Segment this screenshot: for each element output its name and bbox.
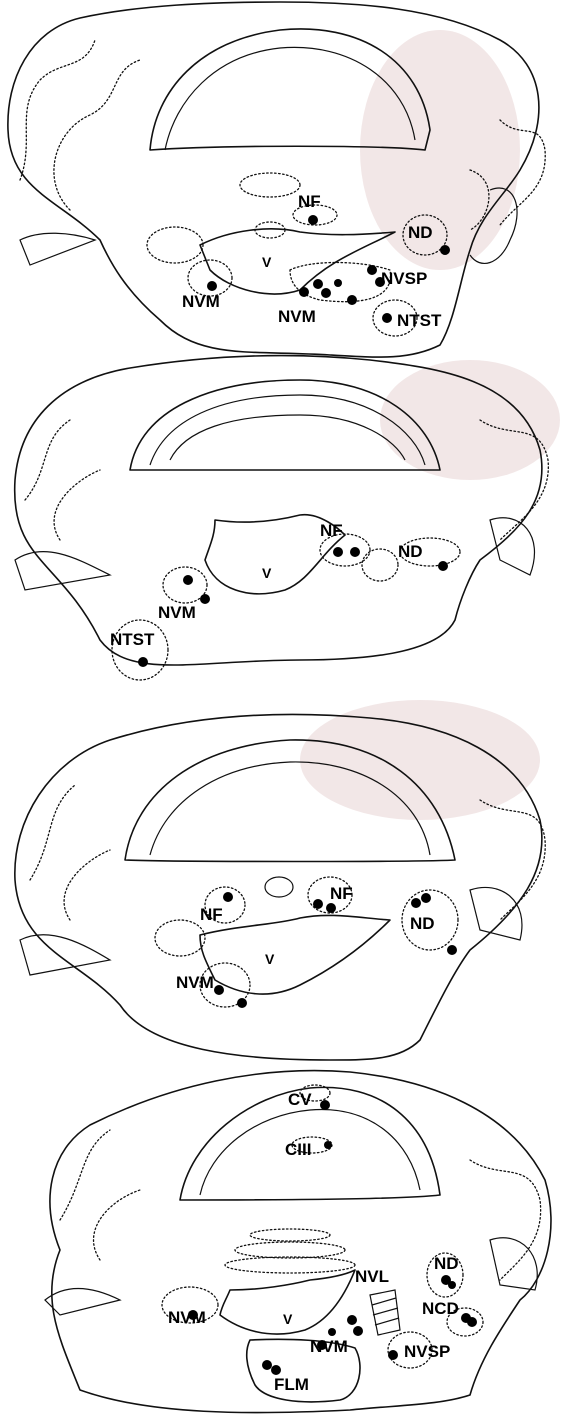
- label-flm: FLM: [274, 1375, 309, 1394]
- label-nvsp: NVSP: [381, 269, 427, 288]
- watermark: [300, 30, 560, 820]
- label-nd: ND: [408, 223, 433, 242]
- label-nf: NF: [298, 192, 321, 211]
- label-ntst: NTST: [110, 630, 155, 649]
- label-cv: CV: [288, 1090, 312, 1109]
- label-v: V: [262, 565, 272, 581]
- section-3-ventricle: [200, 915, 390, 994]
- label-ntst: NTST: [397, 311, 442, 330]
- label-nvl: NVL: [355, 1267, 389, 1286]
- label-nd: ND: [410, 914, 435, 933]
- label-v: V: [262, 254, 272, 270]
- label-nvsp: NVSP: [404, 1342, 450, 1361]
- label-v: V: [283, 1311, 293, 1327]
- label-nd: ND: [398, 542, 423, 561]
- label-nvm-right: NVM: [278, 307, 316, 326]
- label-v: V: [265, 951, 275, 967]
- section-4: CV CIII ND NVL NCD NVM V NVM NVSP FLM: [45, 1071, 551, 1413]
- label-nvm: NVM: [158, 603, 196, 622]
- label-nvm-left: NVM: [168, 1308, 206, 1327]
- label-ciii: CIII: [285, 1140, 311, 1159]
- label-nvm-right: NVM: [310, 1337, 348, 1356]
- section-1-ventricle: [200, 229, 395, 294]
- label-ncd: NCD: [422, 1299, 459, 1318]
- label-nf-right: NF: [330, 884, 353, 903]
- label-nvm: NVM: [176, 973, 214, 992]
- label-nf: NF: [320, 521, 343, 540]
- label-nvm-left: NVM: [182, 292, 220, 311]
- label-nf-left: NF: [200, 905, 223, 924]
- label-nd: ND: [434, 1254, 459, 1273]
